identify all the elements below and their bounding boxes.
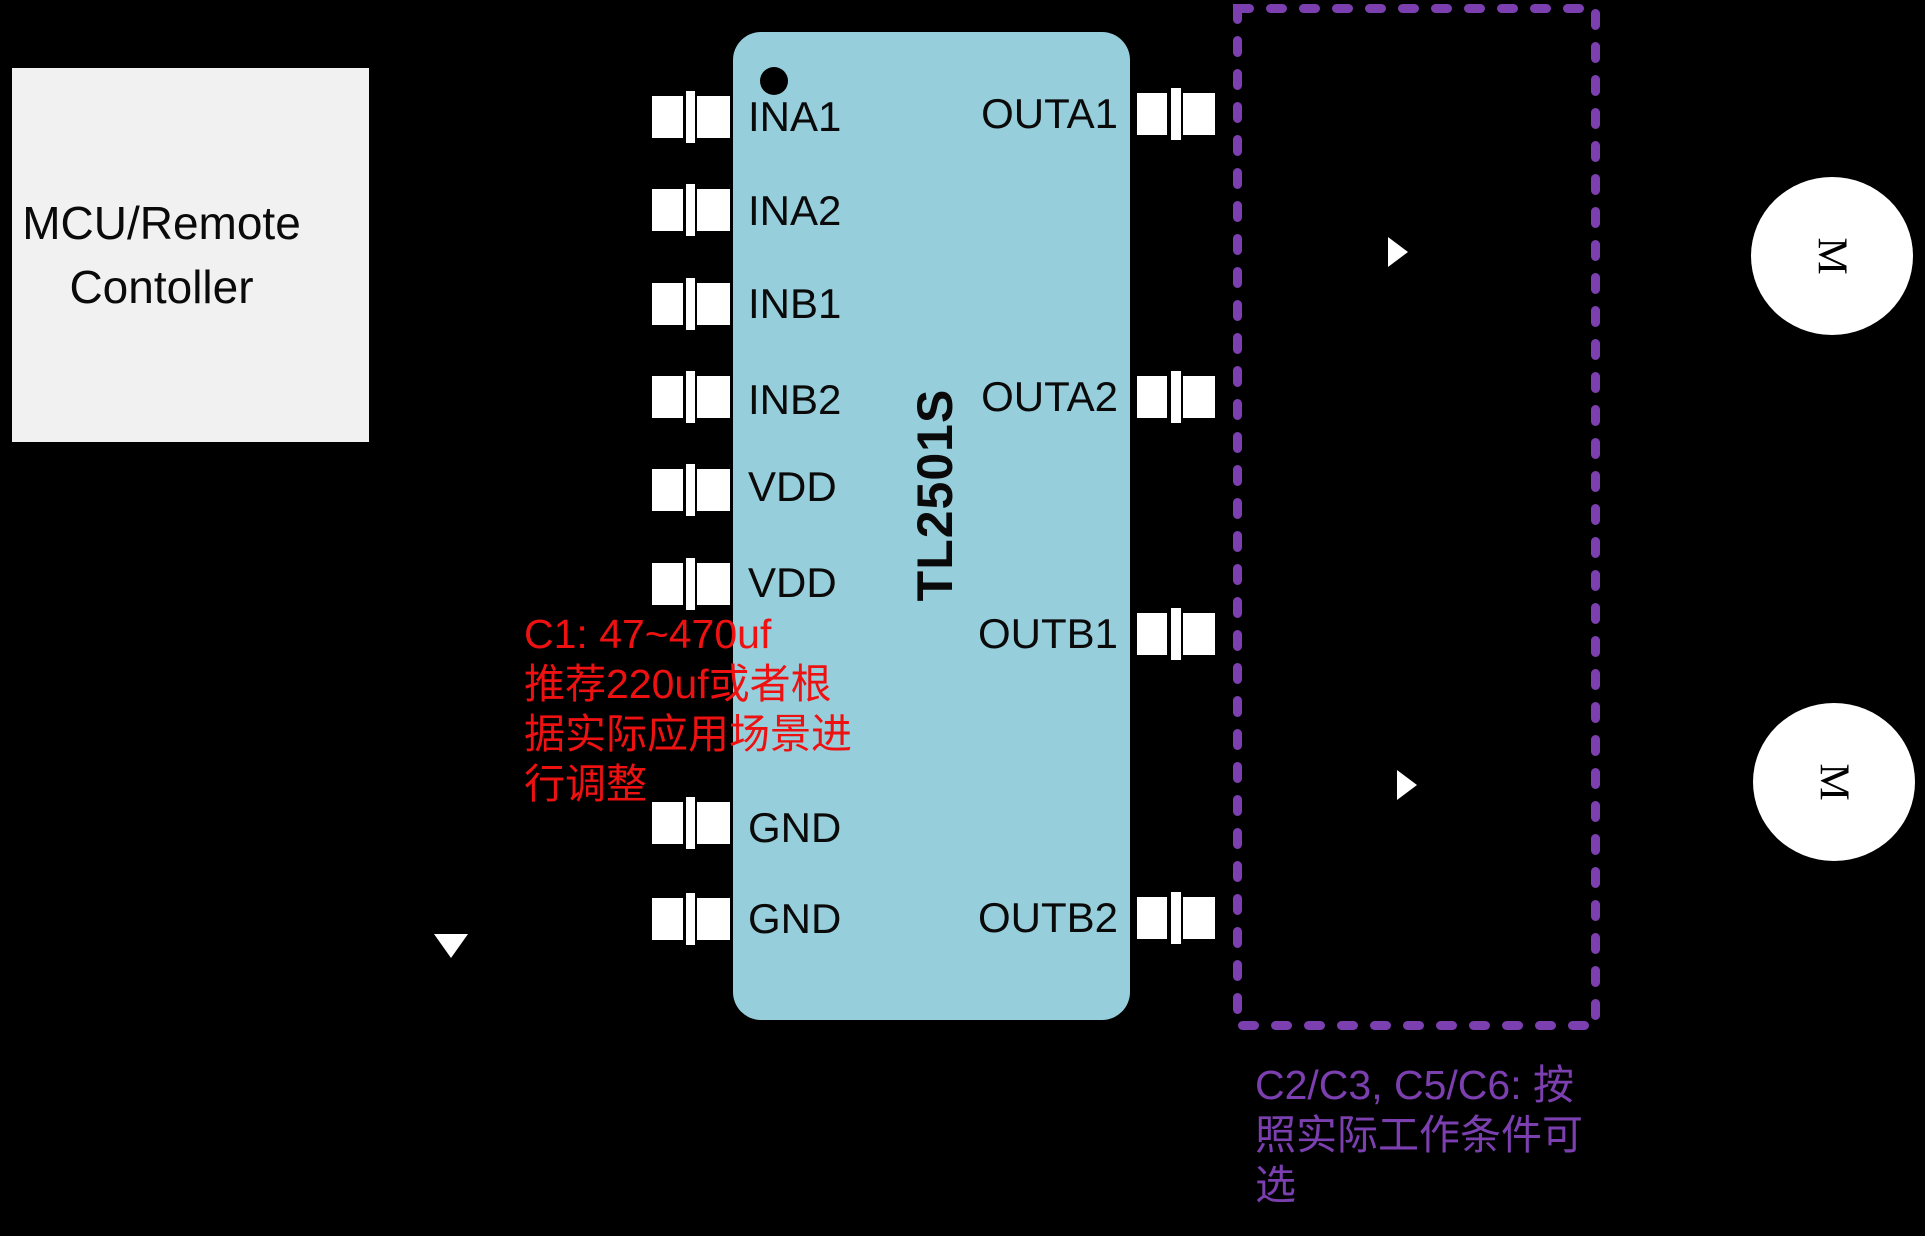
pin-pad-icon bbox=[697, 469, 730, 511]
pin-label-inb1: INB1 bbox=[748, 280, 842, 327]
motor-label: M bbox=[1808, 237, 1855, 275]
ic-pin-left-3 bbox=[652, 278, 730, 330]
ic-pin-right-3 bbox=[1137, 608, 1215, 660]
pin-label-gnd2: GND bbox=[748, 895, 842, 942]
optional-parts-outline bbox=[1233, 4, 1600, 1030]
motor-symbol-b: M bbox=[1753, 703, 1915, 861]
motor-symbol-a: M bbox=[1751, 177, 1913, 335]
pin-pad-icon bbox=[697, 96, 730, 138]
pin-pad-icon bbox=[1183, 897, 1215, 939]
pin-pad-icon bbox=[1183, 93, 1215, 135]
pin-lead-icon bbox=[686, 797, 695, 849]
pin-pad-icon bbox=[697, 283, 730, 325]
pin-label-outb1: OUTB1 bbox=[977, 610, 1118, 657]
pin-lead-icon bbox=[686, 558, 695, 610]
pin-label-outa1: OUTA1 bbox=[981, 90, 1118, 137]
pin-pad-icon bbox=[1137, 613, 1167, 655]
pin-lead-icon bbox=[686, 184, 695, 236]
mcu-label-line1: MCU/Remote bbox=[22, 197, 301, 249]
pin-pad-icon bbox=[652, 563, 683, 605]
pin-lead-icon bbox=[1171, 371, 1181, 423]
ic-chip-body bbox=[733, 32, 1130, 1020]
mcu-box: MCU/Remote Contoller bbox=[12, 68, 369, 442]
ic-pin-left-5 bbox=[652, 464, 730, 516]
pin-pad-icon bbox=[652, 189, 683, 231]
pin-pad-icon bbox=[697, 563, 730, 605]
motor-label: M bbox=[1810, 763, 1857, 801]
pin-lead-icon bbox=[1171, 892, 1181, 944]
pin-pad-icon bbox=[1137, 376, 1167, 418]
pin-lead-icon bbox=[686, 893, 695, 945]
pin-pad-icon bbox=[1183, 376, 1215, 418]
mcu-label-line2: Contoller bbox=[69, 261, 254, 313]
pin1-indicator-dot bbox=[760, 67, 788, 95]
pin-pad-icon bbox=[652, 283, 683, 325]
pin-pad-icon bbox=[697, 898, 730, 940]
pin-lead-icon bbox=[1171, 608, 1181, 660]
ic-pin-left-4 bbox=[652, 371, 730, 423]
pin-label-inb2: INB2 bbox=[748, 376, 842, 423]
pin-pad-icon bbox=[652, 96, 683, 138]
pin-pad-icon bbox=[652, 898, 683, 940]
pin-pad-icon bbox=[697, 802, 730, 844]
pin-label-gnd1: GND bbox=[748, 804, 842, 851]
pin-pad-icon bbox=[1137, 897, 1167, 939]
pin-lead-icon bbox=[686, 371, 695, 423]
ic-pin-right-4 bbox=[1137, 892, 1215, 944]
ic-pin-left-2 bbox=[652, 184, 730, 236]
pin-pad-icon bbox=[1137, 93, 1167, 135]
ground-symbol-icon bbox=[434, 934, 468, 958]
ic-pin-left-7 bbox=[652, 797, 730, 849]
ic-pin-left-1 bbox=[652, 91, 730, 143]
pin-pad-icon bbox=[1183, 613, 1215, 655]
c2-capacitor-note: C2/C3, C5/C6: 按 照实际工作条件可 选 bbox=[1255, 1062, 1583, 1208]
pin-lead-icon bbox=[686, 91, 695, 143]
pin-label-vdd1: VDD bbox=[748, 463, 837, 510]
ic-pin-right-2 bbox=[1137, 371, 1215, 423]
flow-arrow-icon bbox=[1388, 237, 1408, 267]
flow-arrow-icon bbox=[1397, 770, 1417, 800]
pin-pad-icon bbox=[697, 189, 730, 231]
pin-pad-icon bbox=[652, 802, 683, 844]
ic-pin-right-1 bbox=[1137, 88, 1215, 140]
pin-label-ina2: INA2 bbox=[748, 187, 842, 234]
ic-pin-left-6 bbox=[652, 558, 730, 610]
pin-pad-icon bbox=[652, 469, 683, 511]
pin-pad-icon bbox=[652, 376, 683, 418]
pin-lead-icon bbox=[686, 278, 695, 330]
pin-label-vdd2: VDD bbox=[748, 559, 837, 606]
pin-label-ina1: INA1 bbox=[748, 93, 842, 140]
ic-pin-left-8 bbox=[652, 893, 730, 945]
pin-label-outa2: OUTA2 bbox=[981, 373, 1118, 420]
pin-lead-icon bbox=[686, 464, 695, 516]
pin-lead-icon bbox=[1171, 88, 1181, 140]
pin-label-outb2: OUTB2 bbox=[977, 894, 1118, 941]
c1-capacitor-note: C1: 47~470uf 推荐220uf或者根 据实际应用场景进 行调整 bbox=[524, 611, 852, 807]
pin-pad-icon bbox=[697, 376, 730, 418]
